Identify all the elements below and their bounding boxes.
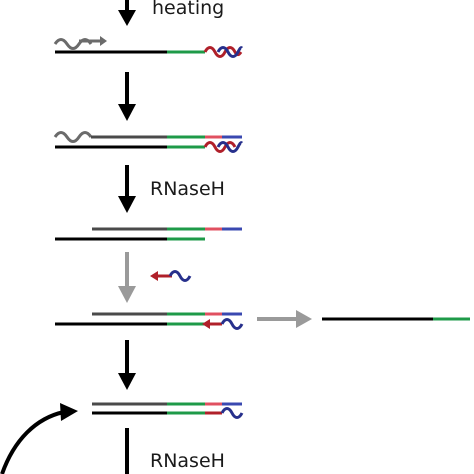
row-template-with-primer [53, 36, 244, 58]
down-arrow-icon [118, 373, 136, 390]
primer-arrow-icon [150, 271, 158, 281]
row-extended [53, 131, 244, 153]
down-arrow-icon [118, 104, 136, 121]
step-arrow-5 [118, 340, 136, 390]
step-label-rnaseh-1: RNaseH [150, 178, 225, 200]
row-double-strand [92, 402, 244, 419]
blue-squiggle [216, 46, 244, 58]
step-arrow-rnaseh-1 [118, 165, 136, 213]
step-arrow-gray-1 [118, 252, 136, 303]
primer-squiggle-icon [53, 131, 93, 143]
incoming-primer [150, 270, 192, 282]
curved-return-arrow-icon [0, 403, 78, 474]
down-arrow-icon [118, 286, 136, 303]
step-arrow-2 [118, 72, 136, 121]
row-primer-annealed [55, 312, 244, 330]
row-after-rnaseh [55, 227, 242, 241]
down-arrow-icon [118, 196, 136, 213]
step-label-rnaseh-2: RNaseH [150, 450, 225, 472]
step-arrow-heating [118, 0, 136, 26]
step-label-heating: heating [152, 0, 224, 19]
primer-arrow-icon [100, 36, 107, 46]
down-arrow-icon [118, 10, 136, 26]
release-arrow [257, 310, 312, 328]
right-arrow-icon [296, 310, 312, 328]
